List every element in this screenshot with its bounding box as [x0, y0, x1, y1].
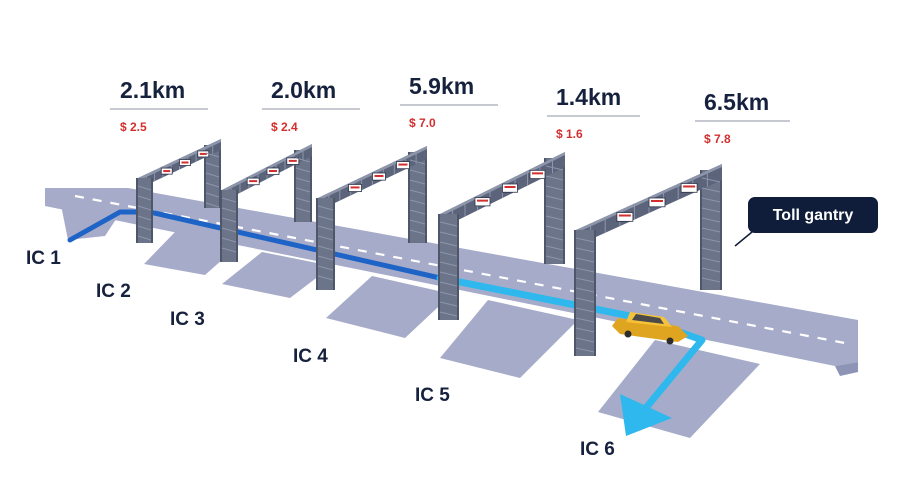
callout-leader [734, 231, 753, 247]
segment-price: $ 2.4 [271, 120, 298, 134]
segment-distance: 2.1km [120, 77, 185, 103]
ic-label: IC 2 [96, 281, 131, 302]
segment-label: 2.0km $ 2.4 [262, 77, 360, 134]
ramp-ic5 [440, 300, 578, 378]
segment-price: $ 7.0 [409, 116, 436, 130]
ic-label: IC 3 [170, 309, 205, 330]
ramp-ic2 [144, 232, 240, 275]
segment-label: 1.4km $ 1.6 [547, 84, 640, 141]
route-arrow-head [620, 394, 672, 436]
callout-box [748, 197, 878, 233]
segment-label: 5.9km $ 7.0 [400, 73, 498, 130]
ic-label: IC 1 [26, 248, 61, 269]
segment-label: 6.5km $ 7.8 [695, 89, 790, 146]
ramp-ic3 [222, 252, 332, 298]
ic-label: IC 4 [293, 346, 328, 367]
toll-gantry [316, 146, 427, 290]
segment-distance: 2.0km [271, 77, 336, 103]
segment-label-group: 2.1km $ 2.5 2.0km $ 2.4 5.9km $ 7.0 1.4km $ 1.6… [110, 73, 790, 146]
lane-marking [74, 194, 851, 346]
toll-gantry [438, 152, 565, 320]
segment-distance: 6.5km [704, 89, 769, 115]
ramp-ic1 [60, 198, 130, 240]
ramp-ic6 [598, 340, 760, 438]
toll-gantry [574, 164, 722, 356]
route-line-dark [67, 209, 443, 281]
segment-distance: 1.4km [556, 84, 621, 110]
toll-gantry [220, 144, 312, 262]
interchange-label-group: IC 1 IC 2 IC 3 IC 4 IC 5 IC 6 [26, 248, 615, 460]
segment-price: $ 1.6 [556, 127, 583, 141]
segment-distance: 5.9km [409, 73, 474, 99]
ic-label: IC 5 [415, 385, 450, 406]
segment-label: 2.1km $ 2.5 [110, 77, 208, 134]
segment-price: $ 7.8 [704, 132, 731, 146]
segment-price: $ 2.5 [120, 120, 147, 134]
toll-gantry [136, 139, 221, 243]
ramp-end [835, 362, 858, 376]
ic-label: IC 6 [580, 439, 615, 460]
car-icon [612, 312, 688, 345]
toll-gantry-callout: Toll gantry [734, 197, 878, 247]
ramp-ic4 [326, 276, 452, 338]
gantry-group [136, 139, 722, 356]
callout-label: Toll gantry [773, 207, 854, 224]
